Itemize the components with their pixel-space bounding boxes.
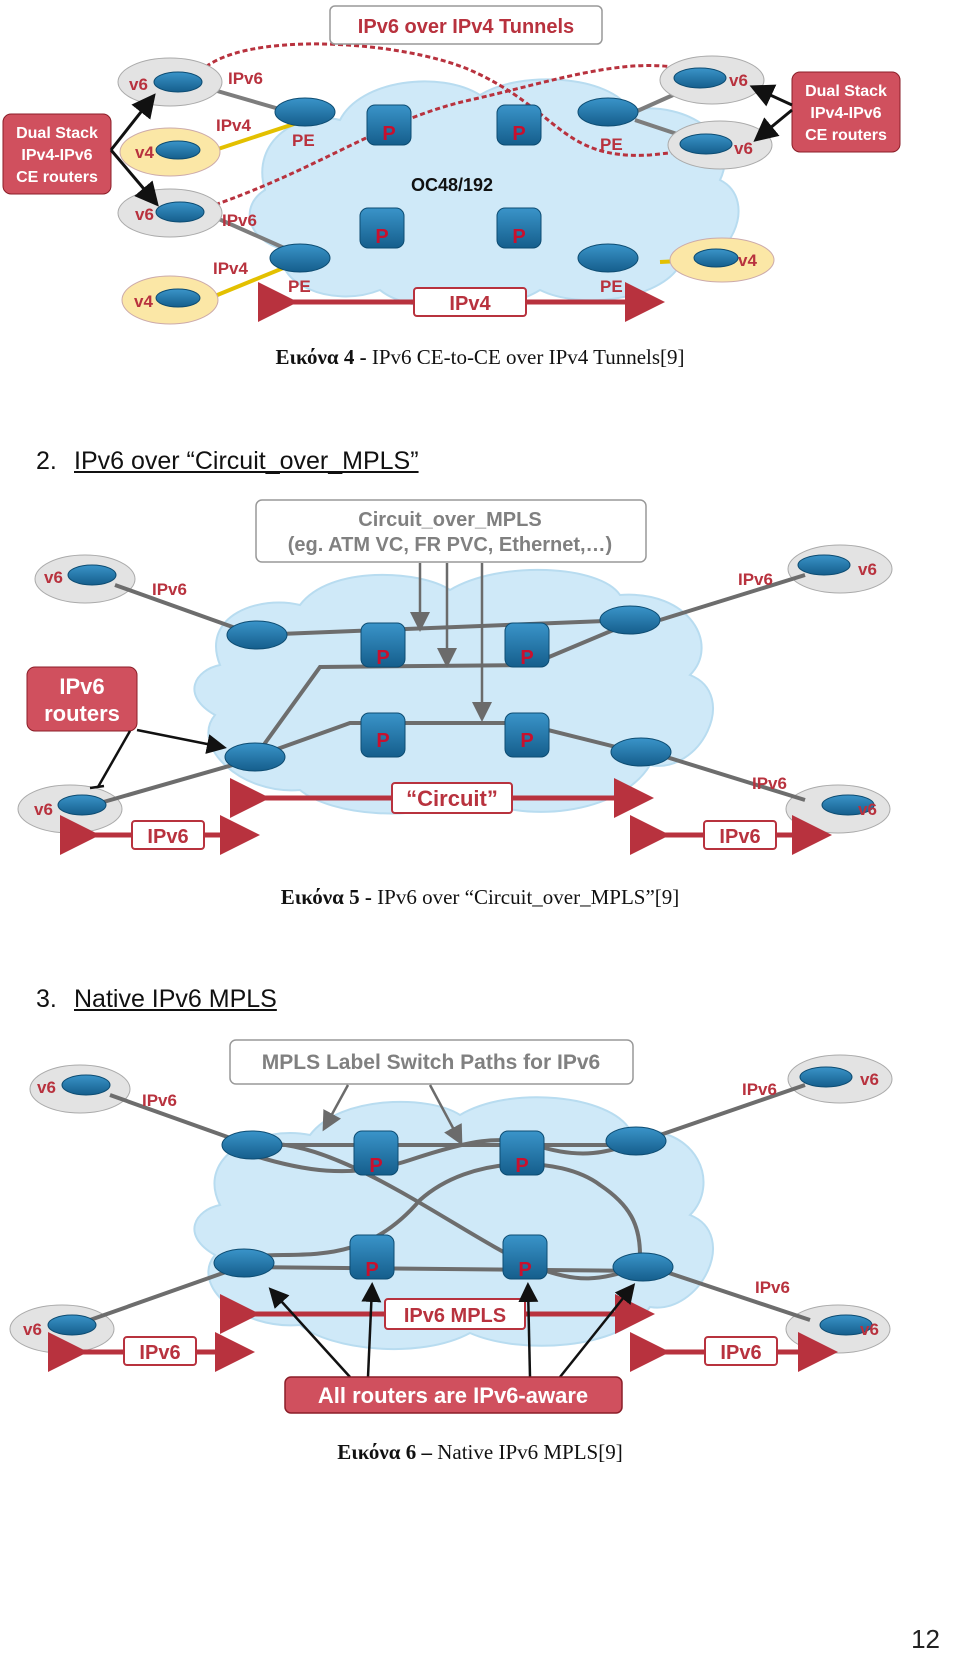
lsp-callout-box xyxy=(229,1039,634,1085)
v6-label: v6 xyxy=(129,75,148,94)
figure-5-diagram: P P P P Circuit_over_MPLS (eg. ATM VC, F… xyxy=(17,499,893,855)
ipv6-right-label: IPv6 xyxy=(719,826,760,848)
p-label: P xyxy=(518,1259,531,1281)
ipv4-label: IPv4 xyxy=(213,259,249,278)
dual-stack-left-line: CE routers xyxy=(16,169,98,186)
links xyxy=(99,573,806,805)
routers xyxy=(153,67,739,308)
ipv6-mpls-label: IPv6 MPLS xyxy=(404,1305,506,1327)
p-label: P xyxy=(376,730,389,752)
dual-stack-left-line: Dual Stack xyxy=(16,125,98,142)
dual-stack-right-line: CE routers xyxy=(805,127,887,144)
caption-text: Native IPv6 MPLS[9] xyxy=(431,1440,623,1464)
all-aware-label: All routers are IPv6-aware xyxy=(318,1383,588,1408)
figure-6-diagram: P P P P MPLS Label Switch Paths for IPv6… xyxy=(9,1039,893,1414)
circuit-callout-line: Circuit_over_MPLS xyxy=(358,509,541,531)
v6-label: v6 xyxy=(860,1070,879,1089)
ipv6-label: IPv6 xyxy=(142,1091,177,1110)
p-label: P xyxy=(520,730,533,752)
ipv6-routers-box xyxy=(26,666,138,732)
p-label: P xyxy=(520,647,533,669)
all-aware-box xyxy=(284,1376,623,1414)
p-label: P xyxy=(512,123,525,145)
v6-label: v6 xyxy=(729,71,748,90)
ipv6-routers-line: IPv6 xyxy=(59,674,104,699)
p-label: P xyxy=(375,226,388,248)
section-number: 2. xyxy=(36,447,57,475)
tunnel-path-2 xyxy=(199,64,706,212)
dual-stack-right-box xyxy=(791,71,901,153)
p-label: P xyxy=(376,647,389,669)
caption-text: IPv6 CE-to-CE over IPv4 Tunnels[9] xyxy=(366,345,685,369)
ipv4-span-label: IPv4 xyxy=(449,293,491,315)
tunnel-label-box xyxy=(329,5,603,45)
pe-label: PE xyxy=(288,277,311,296)
caption-label: Εικόνα 5 - xyxy=(280,885,372,909)
tunnel-label: IPv6 over IPv4 Tunnels xyxy=(358,16,574,38)
p-label: P xyxy=(365,1259,378,1281)
pe-label: PE xyxy=(600,135,623,154)
v6-label: v6 xyxy=(37,1078,56,1097)
p-label: P xyxy=(369,1155,382,1177)
v6-label: v6 xyxy=(860,1320,879,1339)
figure-4-caption: Εικόνα 4 - IPv6 CE-to-CE over IPv4 Tunne… xyxy=(0,345,960,370)
ipv4-label: IPv4 xyxy=(216,116,252,135)
caption-label: Εικόνα 4 - xyxy=(275,345,367,369)
dual-stack-right-line: Dual Stack xyxy=(805,83,887,100)
circuit-callout-box xyxy=(255,499,647,563)
pe-label: PE xyxy=(600,277,623,296)
ipv6-label: IPv6 xyxy=(152,580,187,599)
caption-text: IPv6 over “Circuit_over_MPLS”[9] xyxy=(371,885,680,909)
figure-6-caption: Εικόνα 6 – Native IPv6 MPLS[9] xyxy=(0,1440,960,1465)
routers xyxy=(57,554,875,816)
v6-label: v6 xyxy=(34,800,53,819)
pe-label: PE xyxy=(292,131,315,150)
ipv6-label: IPv6 xyxy=(752,774,787,793)
ipv6-right-label: IPv6 xyxy=(720,1342,761,1364)
core-label: OC48/192 xyxy=(411,175,493,195)
section-title: IPv6 over “Circuit_over_MPLS” xyxy=(74,447,419,475)
figure-5-caption: Εικόνα 5 - IPv6 over “Circuit_over_MPLS”… xyxy=(0,885,960,910)
ipv6-left-label: IPv6 xyxy=(147,826,188,848)
ipv6-label: IPv6 xyxy=(755,1278,790,1297)
p-label: P xyxy=(512,226,525,248)
section-3-heading: 3. Native IPv6 MPLS xyxy=(36,985,277,1014)
v6-label: v6 xyxy=(44,568,63,587)
page-number: 12 xyxy=(911,1624,940,1654)
v6-label: v6 xyxy=(135,205,154,224)
v6-label: v6 xyxy=(858,800,877,819)
ipv6-label: IPv6 xyxy=(742,1080,777,1099)
v4-label: v4 xyxy=(135,143,154,162)
section-number: 3. xyxy=(36,985,57,1013)
v4-label: v4 xyxy=(738,251,757,270)
p-label: P xyxy=(515,1155,528,1177)
dual-stack-right-line: IPv4-IPv6 xyxy=(810,105,881,122)
v6-label: v6 xyxy=(858,560,877,579)
ipv6-label: IPv6 xyxy=(222,211,257,230)
lsp-callout: MPLS Label Switch Paths for IPv6 xyxy=(262,1051,600,1074)
v4-label: v4 xyxy=(134,292,153,311)
links xyxy=(89,1083,811,1322)
section-2-heading: 2. IPv6 over “Circuit_over_MPLS” xyxy=(36,447,419,476)
ipv6-label: IPv6 xyxy=(738,570,773,589)
routers xyxy=(47,1066,873,1336)
circuit-callout-line: (eg. ATM VC, FR PVC, Ethernet,…) xyxy=(288,534,612,556)
v6-label: v6 xyxy=(23,1320,42,1339)
section-title: Native IPv6 MPLS xyxy=(74,985,277,1013)
p-label: P xyxy=(382,123,395,145)
figure-4-diagram: IPv6 over IPv4 Tunnels P P P P PE xyxy=(2,5,901,325)
v6-label: v6 xyxy=(734,139,753,158)
ipv6-left-label: IPv6 xyxy=(139,1342,180,1364)
circuit-span-label: “Circuit” xyxy=(406,786,498,811)
dual-stack-left-line: IPv4-IPv6 xyxy=(21,147,92,164)
ipv6-routers-line: routers xyxy=(44,701,120,726)
caption-label: Εικόνα 6 – xyxy=(337,1440,432,1464)
dual-stack-left-box xyxy=(2,113,112,195)
ipv6-label: IPv6 xyxy=(228,69,263,88)
